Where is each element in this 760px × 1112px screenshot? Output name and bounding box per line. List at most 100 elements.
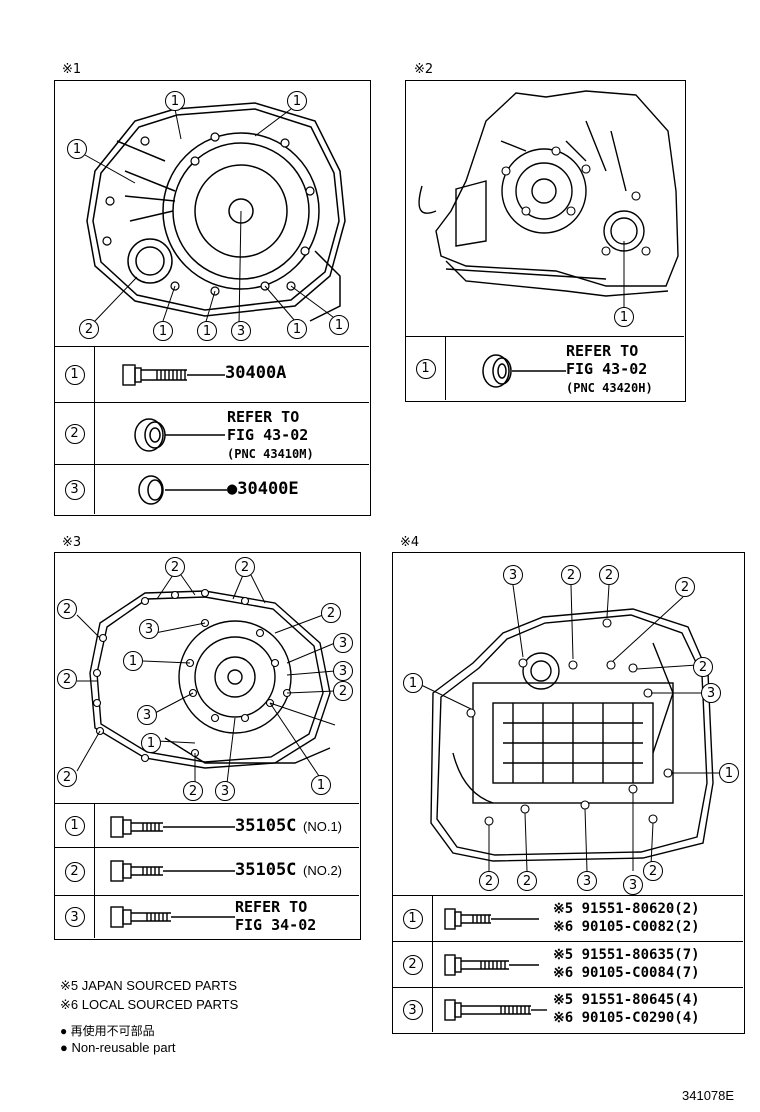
callout-1: 1 [329, 315, 349, 335]
s3-row-1: 1 35105C (NO.1) [55, 803, 359, 847]
s3-row-2-part: 35105C [235, 860, 297, 880]
s2-row-1-pnc: (PNC 43420H) [566, 381, 653, 395]
bolt-icon [110, 906, 235, 928]
bolt-icon [110, 816, 235, 838]
note-japan-sourced: ※5 JAPAN SOURCED PARTS [60, 978, 238, 993]
s4-row-2-line1: ※5 91551-80635(7) [553, 947, 700, 963]
callout-2: 2 [165, 557, 185, 577]
callout-1: 1 [287, 319, 307, 339]
s3-row-3: 3 REFER TO FIG 34-02 [55, 895, 359, 938]
section-4-tag: ※4 [400, 535, 420, 550]
callout-1: 1 [153, 321, 173, 341]
section-1-diagram [84, 102, 346, 326]
callout-3: 3 [231, 321, 251, 341]
callout-1: 1 [141, 733, 161, 753]
callout-3: 2 [321, 603, 341, 623]
note-non-reusable-en: ● Non-reusable part [60, 1040, 176, 1055]
callout-1: 1 [165, 91, 185, 111]
section-1-frame: 1 1 1 2 1 1 3 1 1 1 30400A 2 REFER TO FI [54, 80, 371, 516]
callout-2: 2 [675, 577, 695, 597]
callout-3: 3 [701, 683, 721, 703]
section-1-tag: ※1 [62, 62, 82, 77]
s3-row-3-ref2: FIG 34-02 [235, 916, 317, 934]
section-2-diagram [418, 90, 679, 307]
section-4-frame: 3 2 2 2 1 2 3 1 2 2 3 3 2 1 ※5 91551-806… [392, 552, 745, 1034]
callout-3: 3 [215, 781, 235, 801]
callout-3: 3 [333, 661, 353, 681]
s1-row-2-ref2: FIG 43-02 [227, 426, 309, 444]
callout-1: 1 [719, 763, 739, 783]
section-4-diagram [416, 584, 721, 872]
callout-1: 1 [123, 651, 143, 671]
section-2-tag: ※2 [414, 62, 434, 77]
callout-2: 2 [479, 871, 499, 891]
callout-2: 2 [517, 871, 537, 891]
s2-row-1-ref2: FIG 43-02 [566, 360, 648, 378]
bolt-icon [444, 999, 547, 1021]
s1-row-2: 2 REFER TO FIG 43-02 (PNC 43410M) [55, 402, 369, 464]
callout-3: 3 [623, 875, 643, 895]
callout-2: 2 [183, 781, 203, 801]
bolt-icon [110, 860, 235, 882]
s4-row-2: 2 ※5 91551-80635(7) ※6 90105-C0084(7) [393, 941, 743, 987]
callout-3: 3 [137, 705, 157, 725]
bolt-icon [444, 954, 539, 976]
s4-row-2-line2: ※6 90105-C0084(7) [553, 965, 700, 981]
s4-row-3: 3 ※5 91551-80645(4) ※6 90105-C0290(4) [393, 987, 743, 1032]
s3-row-1-suffix: (NO.1) [303, 819, 342, 834]
s4-row-3-line2: ※6 90105-C0290(4) [553, 1010, 700, 1026]
oil-seal-icon [482, 354, 566, 388]
s1-row-3-num: 3 [64, 479, 85, 500]
s4-row-1-line2: ※6 90105-C0082(2) [553, 919, 700, 935]
section-2-frame: 1 1 REFER TO FIG 43-02 (PNC 43420H) [405, 80, 686, 402]
oil-seal-icon [134, 418, 225, 452]
s4-row-3-num: 3 [402, 1000, 423, 1020]
s4-row-1-line1: ※5 91551-80620(2) [553, 901, 700, 917]
s1-row-1-num: 1 [64, 364, 85, 385]
callout-3: 3 [577, 871, 597, 891]
s1-row-3: 3 ●30400E [55, 464, 369, 514]
s1-row-3-part: ●30400E [227, 479, 299, 499]
s1-row-2-pnc: (PNC 43410M) [227, 447, 314, 461]
s4-row-1-num: 1 [402, 908, 423, 929]
note-non-reusable-jp: ● 再使用不可部品 [60, 1024, 155, 1038]
callout-2: 2 [561, 565, 581, 585]
note-local-sourced: ※6 LOCAL SOURCED PARTS [60, 997, 239, 1012]
s3-row-3-ref1: REFER TO [235, 898, 308, 916]
s3-row-2-num: 2 [64, 861, 85, 882]
bolt-icon [122, 364, 225, 386]
s2-row-1-ref1: REFER TO [566, 342, 639, 360]
callout-2: 2 [57, 767, 77, 787]
s3-row-3-num: 3 [64, 907, 85, 927]
callout-2: 2 [57, 669, 77, 689]
callout-2: 2 [599, 565, 619, 585]
callout-2: 2 [235, 557, 255, 577]
section-3-tag: ※3 [62, 535, 82, 550]
s2-row-1-num: 1 [415, 358, 436, 379]
callout-2: 2 [79, 319, 99, 339]
s1-row-1-part: 30400A [225, 363, 287, 383]
callout-1: 1 [311, 775, 331, 795]
s3-row-2: 2 35105C (NO.2) [55, 847, 359, 895]
s1-row-2-ref1: REFER TO [227, 408, 300, 426]
callout-1: 1 [614, 307, 634, 327]
callout-1: 1 [403, 673, 423, 693]
section-3-frame: 2 2 2 2 2 3 1 3 2 3 3 2 1 2 3 1 1 35105C… [54, 552, 361, 940]
figure-code: 341078E [682, 1088, 735, 1103]
callout-2: 3 [333, 633, 353, 653]
callout-1: 1 [67, 139, 87, 159]
s3-row-1-part: 35105C [235, 816, 297, 836]
s1-row-1: 1 30400A [55, 346, 369, 402]
s4-row-3-line1: ※5 91551-80645(4) [553, 992, 700, 1008]
s1-row-2-num: 2 [64, 423, 85, 444]
callout-3: 3 [503, 565, 523, 585]
s2-row-1: 1 REFER TO FIG 43-02 (PNC 43420H) [406, 336, 684, 400]
s4-row-1: 1 ※5 91551-80620(2) ※6 90105-C0082(2) [393, 895, 743, 941]
callout-2: 2 [643, 861, 663, 881]
callout-2: 2 [57, 599, 77, 619]
bolt-icon [444, 908, 539, 930]
s3-row-1-num: 1 [64, 815, 85, 836]
callout-1: 1 [197, 321, 217, 341]
callout-1: 1 [287, 91, 307, 111]
section-3-diagram [76, 574, 336, 784]
